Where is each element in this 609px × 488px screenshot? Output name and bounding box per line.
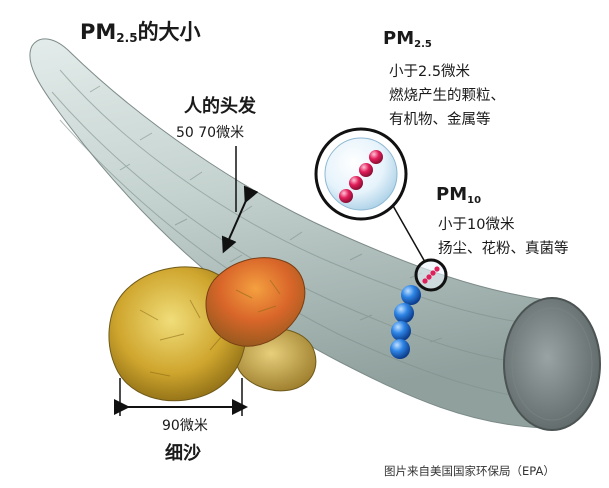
pm10-particle-chain: [390, 285, 421, 359]
hair-label: 人的头发: [184, 96, 256, 117]
pm25-small-particles: [422, 266, 440, 284]
hair-size-label: 50 70微米: [176, 125, 245, 141]
pm10-heading: PM10: [436, 184, 482, 206]
pm25-desc-line: 小于2.5微米: [389, 64, 471, 80]
pm10-particle: [391, 321, 411, 341]
sand-size-label: 90微米: [162, 418, 208, 434]
fine-sand: [108, 257, 317, 402]
pm25-particle: [359, 163, 373, 177]
pm25-desc-line: 有机物、金属等: [389, 112, 491, 128]
page-title: PM2.5的大小: [80, 20, 201, 45]
pm25-particle: [349, 176, 363, 190]
image-credit: 图片来自美国国家环保局（EPA）: [384, 464, 555, 478]
pm25-desc-line: 燃烧产生的颗粒、: [389, 88, 505, 104]
pm10-desc-line: 扬尘、花粉、真菌等: [438, 241, 569, 257]
pm25-zoom-connector: [391, 203, 426, 263]
pm25-description: 小于2.5微米 燃烧产生的颗粒、 有机物、金属等: [389, 60, 505, 132]
pm10-description: 小于10微米 扬尘、花粉、真菌等: [438, 213, 569, 261]
pm10-particle: [390, 339, 410, 359]
pm10-particle: [401, 285, 421, 305]
pm25-particle: [339, 189, 353, 203]
human-hair: [29, 38, 601, 431]
pm10-desc-line: 小于10微米: [438, 217, 515, 233]
pm25-particle: [369, 150, 383, 164]
hair-width-arrow: [221, 185, 259, 254]
pm25-heading: PM2.5: [383, 28, 432, 50]
hair-cross-section: [503, 297, 601, 431]
sand-grain-red: [205, 257, 306, 347]
pm10-particle: [394, 303, 414, 323]
pm25-zoom-bubble: [314, 127, 408, 221]
sand-label: 细沙: [165, 443, 201, 464]
pm25-marker-ring: [414, 258, 448, 292]
